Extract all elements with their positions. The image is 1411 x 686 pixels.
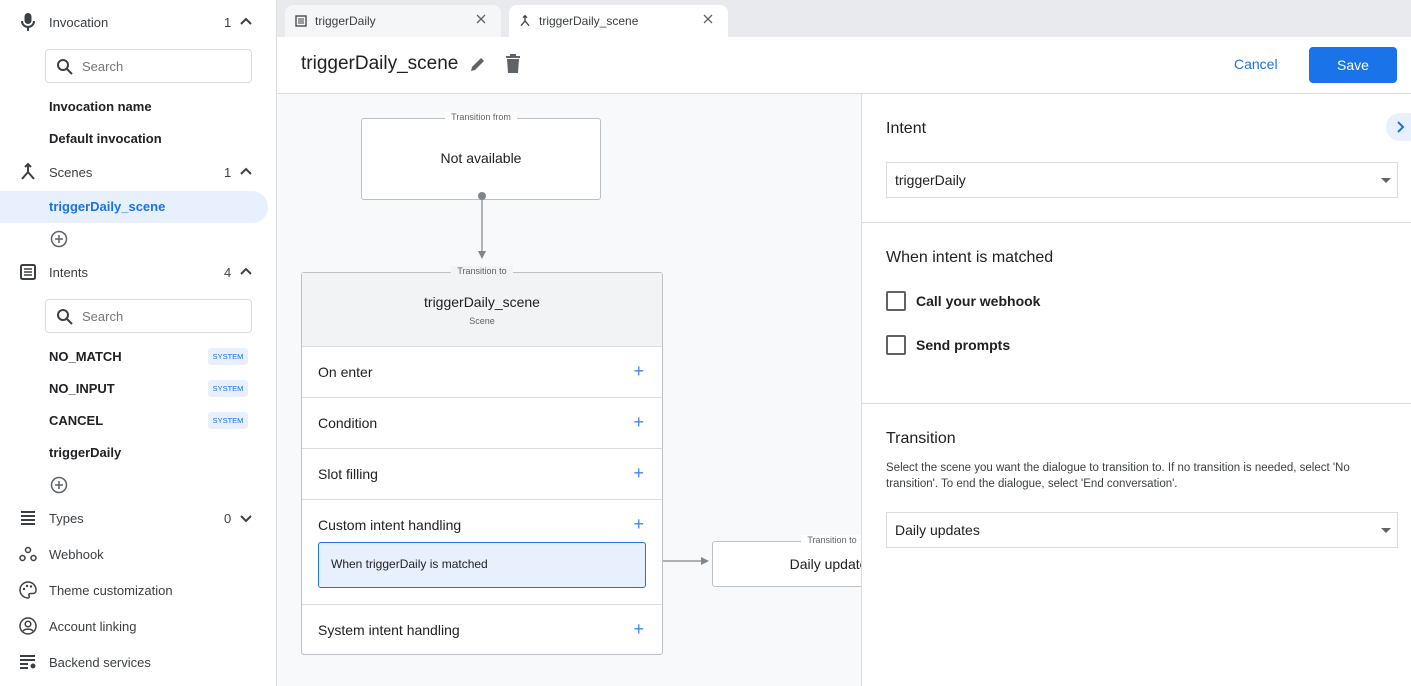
transition-dropdown[interactable]: Daily updates [886,512,1398,548]
sidebar-item-default-invocation[interactable]: Default invocation [49,131,162,146]
scene-flow-canvas: Transition from Not available Transition… [277,94,861,686]
add-icon[interactable]: + [633,514,644,534]
collapse-panel-button[interactable] [1386,113,1411,141]
page-header: triggerDaily_scene Cancel Save [277,37,1411,94]
sidebar-item-invocation-name[interactable]: Invocation name [49,99,152,114]
system-badge: SYSTEM [208,348,248,365]
intents-list-icon [18,262,38,282]
scene-node: Transition to triggerDaily_scene Scene O… [301,266,663,655]
intent-icon [295,15,307,27]
send-prompts-label: Send prompts [916,337,1011,353]
invocation-search[interactable] [45,49,252,83]
sidebar-item-triggerdaily[interactable]: triggerDaily [49,445,122,460]
scene-icon [520,15,530,27]
on-enter-row[interactable]: On enter+ [302,346,662,397]
add-icon[interactable]: + [633,361,644,381]
transition-to-node-value: Daily updates [789,556,861,572]
delete-trash-icon[interactable] [505,54,521,73]
transition-from-node: Transition from Not available [361,112,601,200]
intent-details-panel: Intent triggerDaily When intent is match… [861,94,1411,686]
sidebar-item-account-linking[interactable]: Account linking [0,614,277,638]
edit-pencil-icon[interactable] [469,55,487,73]
add-icon[interactable]: + [633,463,644,483]
search-icon [57,59,73,75]
call-webhook-checkbox[interactable] [886,291,906,311]
transition-from-legend: Transition from [445,112,517,122]
scene-subtitle: Scene [469,316,495,326]
sidebar-item-triggerdaily-scene[interactable]: triggerDaily_scene [49,199,166,214]
custom-intent-handling-row[interactable]: Custom intent handling+ When triggerDail… [302,499,662,604]
sidebar-section-invocation[interactable]: Invocation 1 [0,10,277,34]
tab-bar: triggerDaily triggerDaily_scene [277,0,1411,37]
sidebar-item-backend-services[interactable]: Backend services [0,650,277,674]
close-tab-icon[interactable] [702,13,714,25]
when-matched-title: When intent is matched [886,249,1054,266]
backend-settings-icon [18,652,38,672]
divider [862,222,1411,223]
webhook-icon [18,544,38,564]
types-icon [18,508,38,528]
microphone-icon [18,12,38,32]
scene-merge-icon [18,162,38,182]
sidebar-section-intents[interactable]: Intents 4 [0,260,277,284]
chevron-up-icon[interactable] [239,165,253,179]
sidebar-item-selected-scene[interactable] [0,191,268,223]
call-webhook-label: Call your webhook [916,293,1041,309]
search-icon [57,309,73,325]
save-button[interactable]: Save [1309,47,1397,83]
add-icon[interactable]: + [633,619,644,639]
page-title: triggerDaily_scene [301,53,459,74]
system-intent-handling-row[interactable]: System intent handling+ [302,604,662,655]
sidebar-item-no-input[interactable]: NO_INPUT [49,381,115,396]
send-prompts-checkbox[interactable] [886,335,906,355]
add-scene-icon[interactable] [50,230,68,248]
close-tab-icon[interactable] [475,13,487,25]
transition-description: Select the scene you want the dialogue t… [886,462,1350,490]
transition-to-legend: Transition to [451,266,513,276]
scene-name: triggerDaily_scene [424,294,540,310]
palette-icon [18,580,38,600]
sidebar: Invocation 1 Invocation name Default inv… [0,0,277,686]
intents-search[interactable] [45,299,252,333]
dropdown-arrow-icon [1381,528,1391,533]
slot-filling-row[interactable]: Slot filling+ [302,448,662,499]
chevron-up-icon[interactable] [239,265,253,279]
chevron-up-icon[interactable] [239,15,253,29]
dropdown-arrow-icon [1381,178,1391,183]
invocation-search-input[interactable] [82,58,232,74]
intents-search-input[interactable] [82,308,232,324]
sidebar-section-scenes[interactable]: Scenes 1 [0,160,277,184]
transition-to-node-legend: Transition to [801,535,861,545]
divider [862,403,1411,404]
chevron-down-icon[interactable] [239,511,253,525]
add-icon[interactable]: + [633,412,644,432]
tab-triggerdaily-scene[interactable]: triggerDaily_scene [509,5,728,37]
chevron-right-icon [1397,121,1405,133]
add-intent-icon[interactable] [50,476,68,494]
intent-dropdown[interactable]: triggerDaily [886,162,1398,198]
sidebar-section-types[interactable]: Types 0 [0,506,277,530]
tab-triggerdaily[interactable]: triggerDaily [285,5,501,37]
system-badge: SYSTEM [208,380,248,397]
transition-to-node[interactable]: Transition to Daily updates [712,535,861,587]
intent-handler-item[interactable]: When triggerDaily is matched [318,542,646,588]
sidebar-item-cancel[interactable]: CANCEL [49,413,104,428]
transition-from-value: Not available [440,150,522,166]
intent-title: Intent [886,120,927,137]
cancel-button[interactable]: Cancel [1234,56,1278,72]
system-badge: SYSTEM [208,412,248,429]
account-circle-icon [18,616,38,636]
transition-title: Transition [886,430,956,447]
condition-row[interactable]: Condition+ [302,397,662,448]
sidebar-item-theme-customization[interactable]: Theme customization [0,578,277,602]
sidebar-item-no-match[interactable]: NO_MATCH [49,349,122,364]
sidebar-item-webhook[interactable]: Webhook [0,542,277,566]
